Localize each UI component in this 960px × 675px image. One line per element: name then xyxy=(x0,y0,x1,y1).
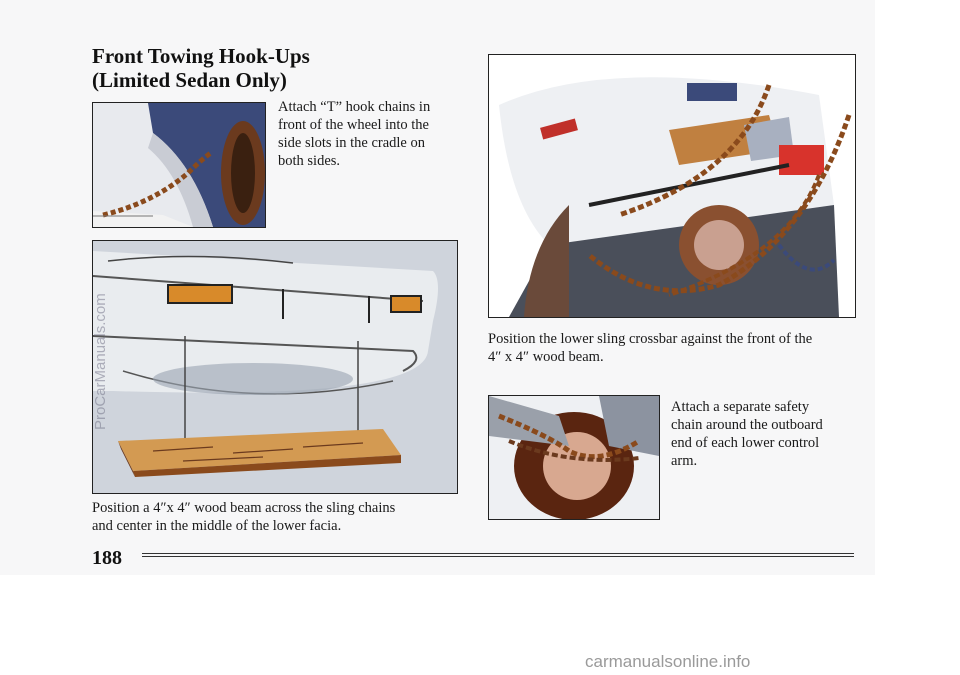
caption-crossbar: Position the lower sling crossbar agains… xyxy=(488,330,858,366)
caption-safety-chain: Attach a separate safety chain around th… xyxy=(671,398,866,470)
caption-line: front of the wheel into the xyxy=(278,117,429,133)
footer-rule xyxy=(142,553,854,557)
caption-line: side slots in the cradle on xyxy=(278,135,425,151)
caption-line: and center in the middle of the lower fa… xyxy=(92,518,342,534)
caption-line: Attach a separate safety xyxy=(671,399,810,415)
heading-line-2: (Limited Sedan Only) xyxy=(92,68,287,92)
figure-hook-chain-wheel xyxy=(92,102,266,228)
heading-line-1: Front Towing Hook-Ups xyxy=(92,44,310,68)
bottom-watermark: carmanualsonline.info xyxy=(585,652,751,671)
caption-line: end of each lower control xyxy=(671,435,820,451)
caption-line: 4″ x 4″ wood beam. xyxy=(488,349,604,365)
page-number: 188 xyxy=(92,547,122,569)
figure-safety-chain xyxy=(488,395,660,520)
caption-line: both sides. xyxy=(278,153,341,169)
section-heading: Front Towing Hook-Ups (Limited Sedan Onl… xyxy=(92,44,332,92)
manual-page: Front Towing Hook-Ups (Limited Sedan Onl… xyxy=(92,44,866,569)
caption-wood-beam: Position a 4″x 4″ wood beam across the s… xyxy=(92,499,472,535)
caption-line: Attach “T” hook chains in xyxy=(278,99,431,115)
caption-line: arm. xyxy=(671,453,698,469)
caption-line: chain around the outboard xyxy=(671,417,823,433)
figure-wood-beam-fascia xyxy=(92,240,458,494)
caption-line: Position a 4″x 4″ wood beam across the s… xyxy=(92,500,396,516)
caption-line: Position the lower sling crossbar agains… xyxy=(488,331,813,347)
side-watermark: ProCarManuals.com xyxy=(92,293,109,430)
figure-sling-crossbar xyxy=(488,54,856,318)
caption-hook-chains: Attach “T” hook chains in front of the w… xyxy=(278,98,488,170)
